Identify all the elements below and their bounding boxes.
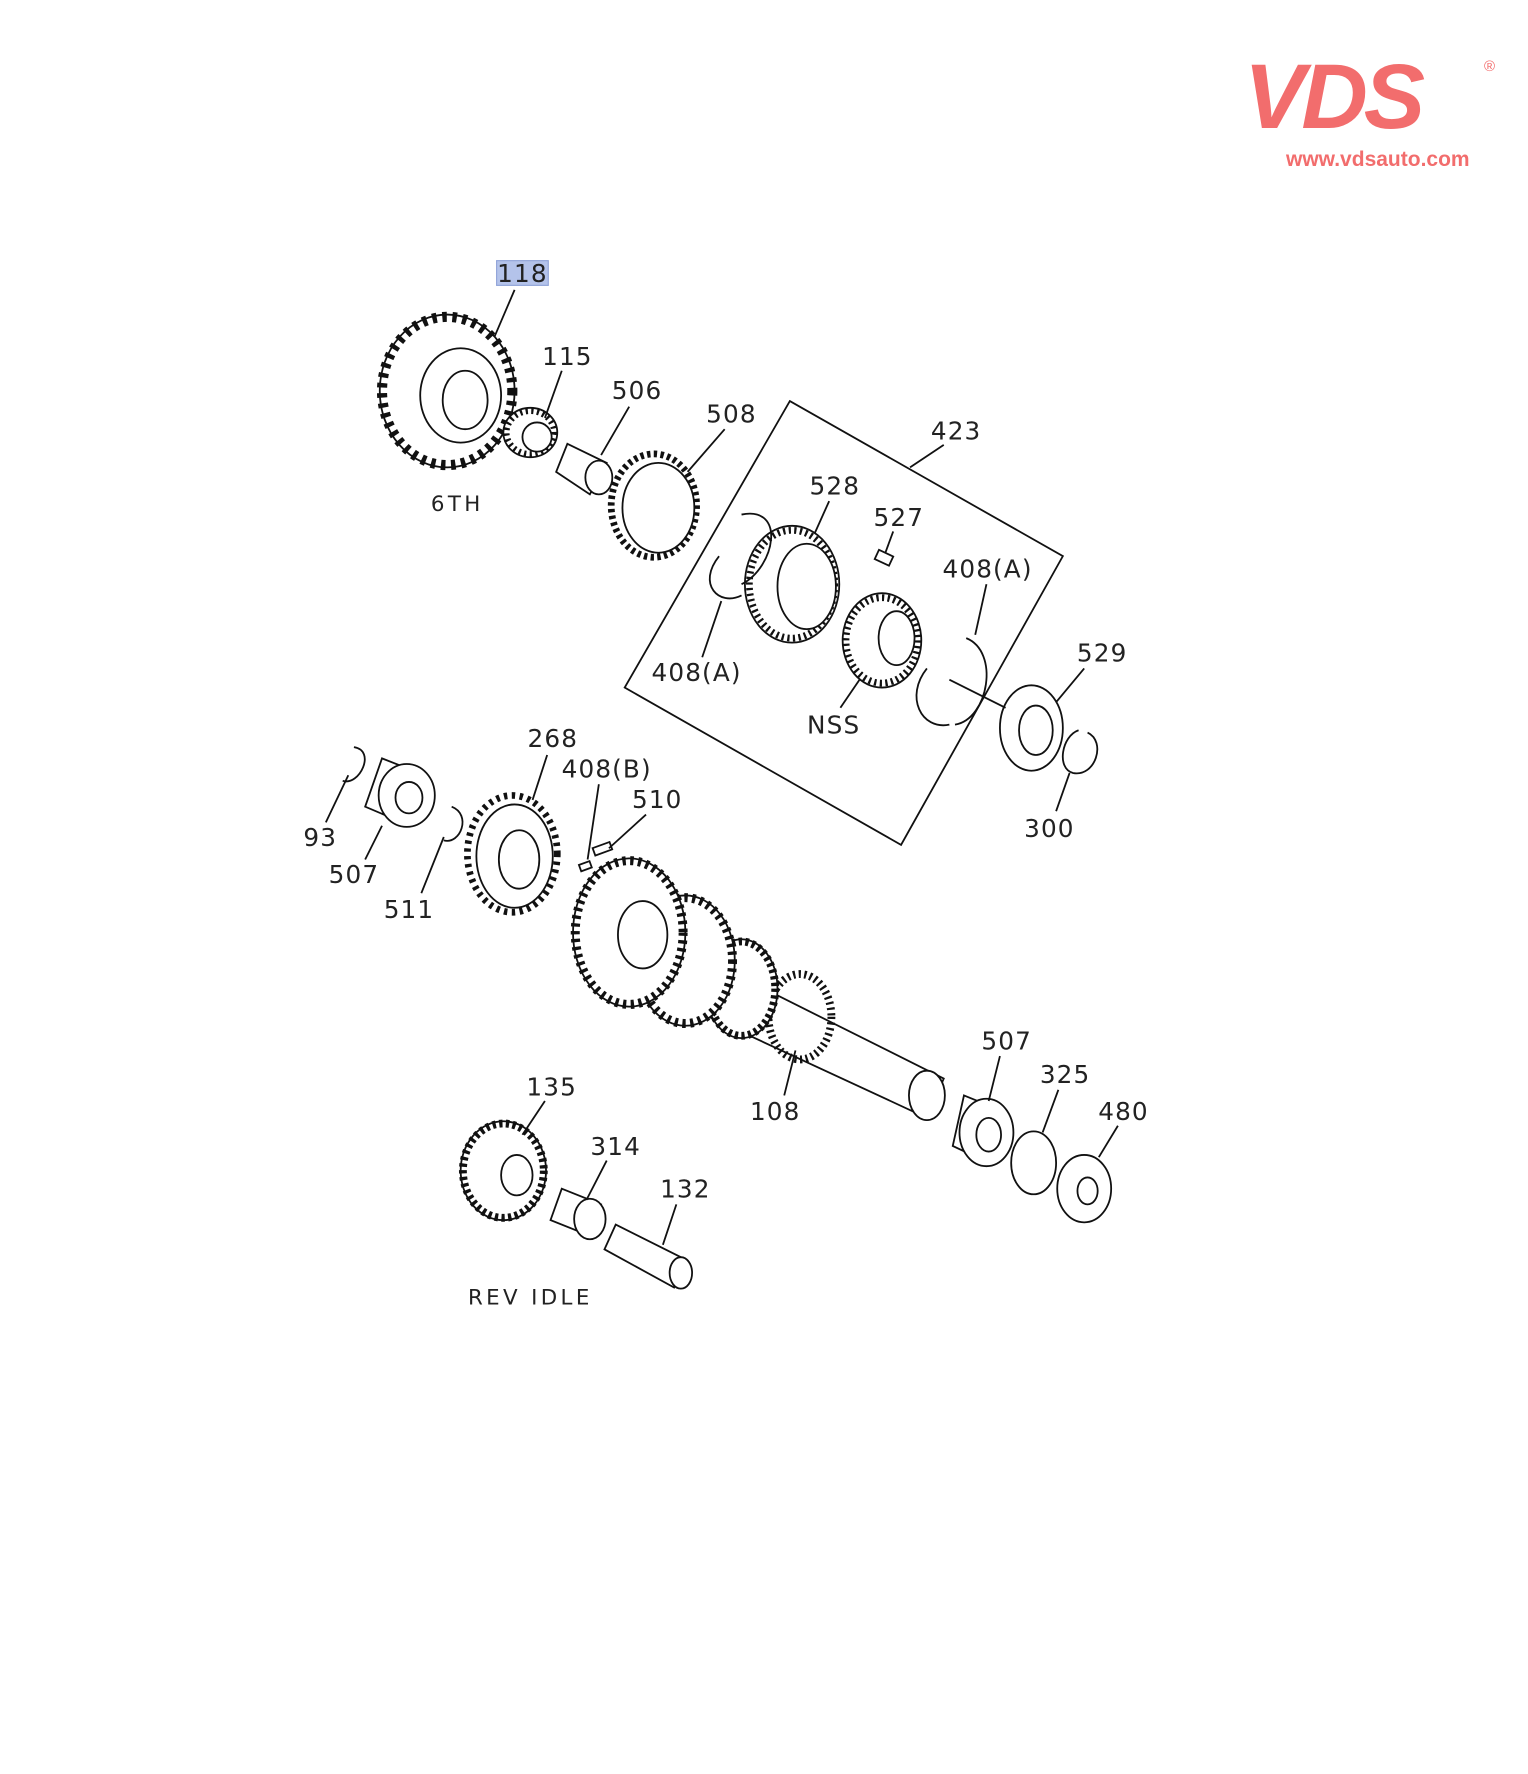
label-268[interactable]: 268 xyxy=(528,724,579,753)
gear-118-6th[interactable] xyxy=(376,311,518,471)
label-118[interactable]: 118 xyxy=(497,259,548,288)
label-135[interactable]: 135 xyxy=(526,1072,577,1101)
label-314[interactable]: 314 xyxy=(590,1132,641,1161)
needle-bearing-115[interactable] xyxy=(502,406,559,459)
reverse-idle-gear-135[interactable] xyxy=(458,1119,548,1222)
shim-325[interactable] xyxy=(1010,1130,1058,1196)
snap-ring-93[interactable] xyxy=(342,746,366,783)
label-132[interactable]: 132 xyxy=(660,1175,711,1204)
label-325[interactable]: 325 xyxy=(1040,1060,1091,1089)
gear-268[interactable] xyxy=(464,792,561,916)
registered-mark: ® xyxy=(1484,58,1496,75)
key-527[interactable] xyxy=(873,548,895,567)
bearing-507-right[interactable] xyxy=(951,1094,1015,1168)
label-115[interactable]: 115 xyxy=(542,342,593,371)
vds-logo: VDS ® www.vdsauto.com xyxy=(1244,46,1504,171)
label-508[interactable]: 508 xyxy=(706,399,757,428)
label-528[interactable]: 528 xyxy=(810,471,861,500)
sleeve-528[interactable] xyxy=(744,524,841,644)
assembly-423-box xyxy=(623,399,1065,847)
blocker-ring-508[interactable] xyxy=(607,450,700,561)
bearing-507-left[interactable] xyxy=(364,757,436,828)
label-93[interactable]: 93 xyxy=(303,823,337,852)
hub-nss[interactable] xyxy=(841,592,923,689)
leader-lines xyxy=(325,289,1119,1246)
counter-shaft-108[interactable] xyxy=(570,856,946,1122)
selected-part-highlight xyxy=(496,260,549,286)
spring-408a-right[interactable] xyxy=(915,637,988,727)
label-480[interactable]: 480 xyxy=(1098,1097,1149,1126)
label-529[interactable]: 529 xyxy=(1077,639,1128,668)
label-6th: 6TH xyxy=(431,492,484,517)
label-527[interactable]: 527 xyxy=(874,503,925,532)
label-510[interactable]: 510 xyxy=(632,785,683,814)
logo-mark: VDS xyxy=(1244,46,1425,148)
snap-ring-511[interactable] xyxy=(443,805,464,842)
needle-bearing-314[interactable] xyxy=(549,1187,607,1241)
collar-506[interactable] xyxy=(555,442,614,496)
label-408a-left[interactable]: 408(A) xyxy=(652,658,742,687)
label-507-right[interactable]: 507 xyxy=(981,1026,1032,1055)
snap-ring-300[interactable] xyxy=(1061,729,1099,775)
label-511[interactable]: 511 xyxy=(384,895,435,924)
washer-480[interactable] xyxy=(1056,1154,1113,1224)
label-300[interactable]: 300 xyxy=(1024,814,1075,843)
label-507-left[interactable]: 507 xyxy=(329,860,380,889)
label-108[interactable]: 108 xyxy=(750,1097,801,1126)
label-408a-right[interactable]: 408(A) xyxy=(943,554,1033,583)
label-408b[interactable]: 408(B) xyxy=(562,754,652,783)
label-rev-idle: REV IDLE xyxy=(468,1285,593,1310)
thrust-washer-529[interactable] xyxy=(999,684,1064,772)
idle-shaft-132[interactable] xyxy=(603,1223,693,1290)
label-423[interactable]: 423 xyxy=(931,416,982,445)
spring-408a-left[interactable] xyxy=(708,512,773,600)
label-nss: NSS xyxy=(807,711,860,740)
logo-url: www.vdsauto.com xyxy=(1286,148,1470,171)
label-506[interactable]: 506 xyxy=(612,376,663,405)
